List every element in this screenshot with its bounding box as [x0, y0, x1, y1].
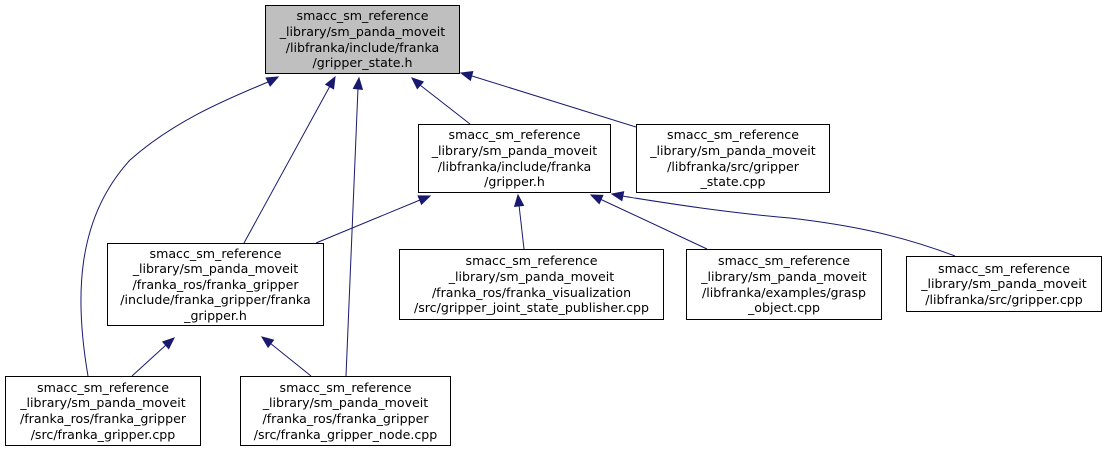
edge-franka-gripper-cpp-to-gripper-state-h [80, 76, 280, 377]
edge-line [243, 85, 331, 244]
edge-franka-gripper-h-to-gripper-state-h [243, 75, 336, 244]
edge-franka-gripper-node-cpp-to-franka-gripper-h [260, 336, 312, 377]
edge-line [80, 81, 269, 377]
node-gripper-state-h: smacc_sm_reference _library/sm_panda_mov… [265, 5, 460, 74]
node-label: smacc_sm_reference _library/sm_panda_mov… [19, 379, 187, 442]
node-grasp-object-cpp[interactable]: smacc_sm_reference _library/sm_panda_mov… [686, 249, 882, 320]
arrowhead [265, 76, 280, 87]
edge-franka-gripper-cpp-to-franka-gripper-h [131, 337, 175, 377]
node-franka-gripper-h[interactable]: smacc_sm_reference _library/sm_panda_mov… [107, 243, 324, 326]
arrowhead [610, 191, 625, 202]
edge-line [518, 204, 525, 250]
node-label: smacc_sm_reference _library/sm_panda_mov… [120, 245, 311, 323]
node-label: smacc_sm_reference _library/sm_panda_mov… [253, 379, 438, 442]
node-gripper-cpp[interactable]: smacc_sm_reference _library/sm_panda_mov… [906, 256, 1102, 312]
arrowhead [324, 75, 336, 90]
node-label: smacc_sm_reference _library/sm_panda_mov… [279, 8, 446, 71]
arrowhead [161, 337, 175, 350]
edge-line [269, 342, 312, 377]
node-label: smacc_sm_reference _library/sm_panda_mov… [413, 253, 650, 316]
node-franka-gripper-cpp[interactable]: smacc_sm_reference _library/sm_panda_mov… [5, 376, 201, 446]
edge-line [621, 195, 956, 257]
edge-franka-gripper-node-cpp-to-gripper-state-h [345, 76, 364, 377]
node-label: smacc_sm_reference _library/sm_panda_mov… [431, 127, 598, 190]
edge-gripper-joint-state-publisher-cpp-to-gripper-h [513, 193, 525, 250]
edge-line [315, 199, 421, 244]
edge-grasp-object-cpp-to-gripper-h [589, 194, 708, 250]
arrowhead [513, 193, 525, 207]
arrowhead [411, 77, 425, 90]
arrowhead [459, 70, 474, 82]
node-label: smacc_sm_reference _library/sm_panda_mov… [701, 253, 867, 316]
edge-line [345, 87, 359, 377]
edge-line [599, 198, 708, 250]
arrowhead [589, 194, 604, 205]
edge-franka-gripper-h-to-gripper-h [315, 195, 432, 244]
edge-gripper-h-to-gripper-state-h [411, 77, 471, 125]
arrowhead [352, 76, 364, 90]
edge-gripper-cpp-to-gripper-h [610, 191, 956, 257]
node-gripper-h[interactable]: smacc_sm_reference _library/sm_panda_mov… [418, 124, 611, 193]
edge-line [471, 75, 637, 128]
node-label: smacc_sm_reference _library/sm_panda_mov… [650, 127, 816, 190]
node-gripper-state-cpp[interactable]: smacc_sm_reference _library/sm_panda_mov… [636, 124, 830, 193]
node-label: smacc_sm_reference _library/sm_panda_mov… [921, 260, 1087, 307]
arrowhead [260, 336, 275, 349]
node-franka-gripper-node-cpp[interactable]: smacc_sm_reference _library/sm_panda_mov… [240, 376, 451, 446]
edge-line [419, 84, 471, 125]
edge-gripper-state-cpp-to-gripper-state-h [459, 70, 637, 128]
arrowhead [417, 195, 432, 206]
edge-line [131, 344, 167, 377]
node-gripper-joint-state-publisher-cpp[interactable]: smacc_sm_reference _library/sm_panda_mov… [399, 249, 664, 320]
